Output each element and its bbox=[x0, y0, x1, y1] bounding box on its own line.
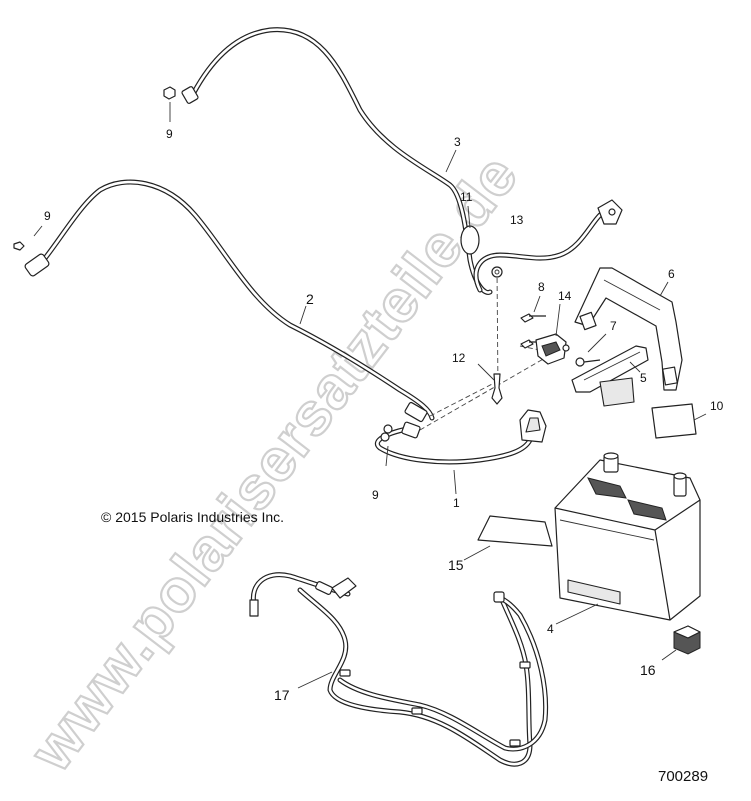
callout-3: 3 bbox=[454, 135, 461, 149]
cable-1 bbox=[375, 409, 547, 465]
pads bbox=[477, 377, 697, 547]
callout-7: 7 bbox=[610, 319, 617, 333]
callout-12: 12 bbox=[452, 351, 466, 365]
callout-8: 8 bbox=[538, 280, 545, 294]
callout-13: 13 bbox=[510, 213, 524, 227]
battery bbox=[554, 452, 701, 621]
diagram-code: 700289 bbox=[658, 768, 708, 785]
callout-2: 2 bbox=[306, 291, 314, 307]
hardware bbox=[380, 266, 570, 442]
fuse-block bbox=[673, 625, 701, 655]
callouts: 1 2 3 4 5 6 7 8 9 9 9 10 11 12 13 14 15 … bbox=[44, 127, 724, 703]
harness-17 bbox=[249, 572, 549, 767]
callout-14: 14 bbox=[558, 289, 572, 303]
cable-2 bbox=[24, 179, 435, 423]
callout-5: 5 bbox=[640, 371, 647, 385]
cable-3 bbox=[181, 27, 623, 295]
callout-17: 17 bbox=[274, 687, 290, 703]
callout-9-mid: 9 bbox=[372, 488, 379, 502]
small-hardware bbox=[13, 86, 176, 251]
leader-lines bbox=[33, 102, 707, 689]
callout-6: 6 bbox=[668, 267, 675, 281]
battery-bracket bbox=[571, 267, 683, 393]
callout-15: 15 bbox=[448, 557, 464, 573]
callout-16: 16 bbox=[640, 662, 656, 678]
callout-4: 4 bbox=[547, 622, 554, 636]
callout-10: 10 bbox=[710, 399, 724, 413]
callout-9-left: 9 bbox=[44, 209, 51, 223]
callout-1: 1 bbox=[453, 496, 460, 510]
callout-9-top: 9 bbox=[166, 127, 173, 141]
callout-11: 11 bbox=[460, 190, 473, 204]
copyright-text: © 2015 Polaris Industries Inc. bbox=[101, 509, 284, 525]
